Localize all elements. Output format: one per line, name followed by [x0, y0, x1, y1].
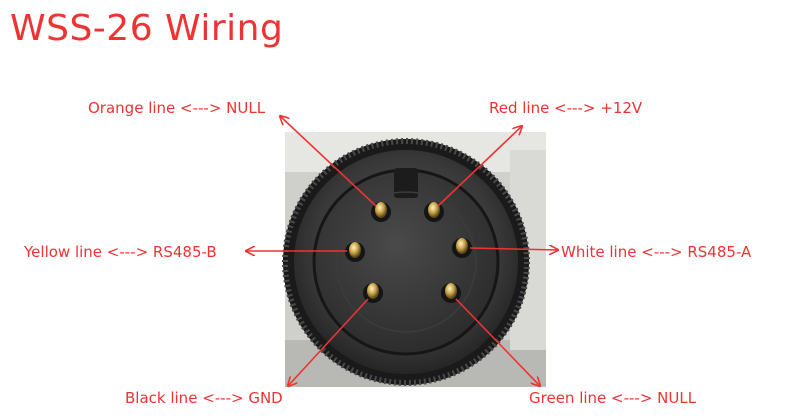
label-red-line: Red line <---> +12V [489, 99, 643, 117]
label-orange-line: Orange line <---> NULL [88, 99, 266, 117]
arrow-white [469, 248, 558, 250]
pin-yellow [345, 242, 365, 262]
pin-red [424, 202, 444, 222]
arrow-orange [280, 116, 377, 207]
pin-white [452, 238, 472, 258]
pin-green [441, 283, 461, 303]
diagram-title: WSS-26 Wiring [10, 8, 284, 49]
label-green-line: Green line <---> NULL [529, 389, 697, 407]
label-white-line: White line <---> RS485-A [561, 243, 752, 261]
connector-pins [345, 202, 472, 303]
arrow-green [455, 298, 540, 386]
pin-black [363, 283, 383, 303]
arrow-black [288, 298, 369, 386]
label-yellow-line: Yellow line <---> RS485-B [24, 243, 217, 261]
arrows [246, 116, 558, 386]
arrow-red [437, 126, 522, 207]
pin-orange [371, 202, 391, 222]
label-black-line: Black line <---> GND [125, 389, 283, 407]
